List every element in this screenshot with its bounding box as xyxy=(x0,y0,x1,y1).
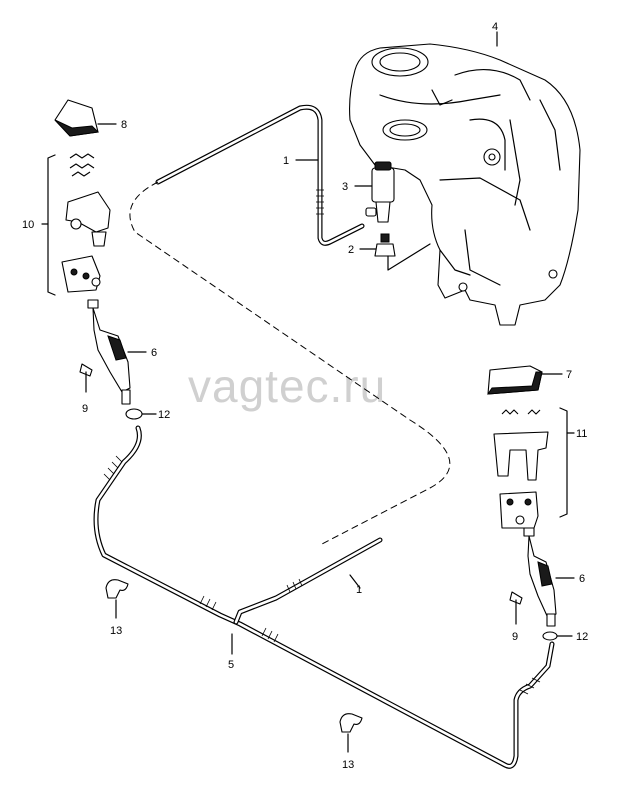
grommet-guide xyxy=(387,243,431,271)
callout-10: 10 xyxy=(22,219,34,231)
nozzle-cap-icon[interactable] xyxy=(54,99,100,137)
callout-11: 11 xyxy=(576,428,587,440)
hose-lower xyxy=(93,425,555,769)
callout-6-left: 6 xyxy=(151,347,157,359)
nozzle-bracket-right[interactable] xyxy=(493,431,549,481)
nozzle-cap-icon-right[interactable] xyxy=(487,365,543,395)
routing-path xyxy=(129,181,451,546)
washer-fluid-reservoir-icon[interactable] xyxy=(349,43,581,326)
callout-12-left: 12 xyxy=(158,409,170,421)
callout-6-right: 6 xyxy=(579,573,585,585)
o-ring-right[interactable] xyxy=(542,631,558,641)
callout-5: 5 xyxy=(228,659,234,671)
bracket-10 xyxy=(47,154,56,296)
screw-icon-left[interactable] xyxy=(79,363,93,393)
callout-1-upper: 1 xyxy=(283,155,289,167)
callout-2: 2 xyxy=(348,244,354,256)
callout-9-right: 9 xyxy=(512,631,518,643)
leader-1b xyxy=(349,574,361,589)
hose-clip-icon-left[interactable] xyxy=(105,579,129,599)
hose-clip-icon-right[interactable] xyxy=(339,713,363,733)
washer-pump-icon[interactable] xyxy=(365,161,395,223)
callout-13-right: 13 xyxy=(342,759,354,771)
callout-9-left: 9 xyxy=(82,403,88,415)
screw-icon-right[interactable] xyxy=(509,591,523,625)
spring-icon-right[interactable] xyxy=(501,409,541,415)
o-ring-left[interactable] xyxy=(125,408,143,420)
callout-7: 7 xyxy=(566,369,572,381)
callout-13-left: 13 xyxy=(110,625,122,637)
nozzle-body-left[interactable] xyxy=(61,255,101,293)
grommet-icon[interactable] xyxy=(374,233,396,257)
callout-8: 8 xyxy=(121,119,127,131)
nozzle-bracket-left[interactable] xyxy=(65,191,111,247)
spring-icon-left[interactable] xyxy=(69,153,95,177)
callout-3: 3 xyxy=(342,181,348,193)
callout-1-lower: 1 xyxy=(356,584,362,596)
washer-nozzle-icon-right[interactable] xyxy=(523,527,557,627)
bracket-11 xyxy=(559,407,568,518)
watermark: vagtec.ru xyxy=(188,360,386,412)
hose-upper xyxy=(155,104,365,246)
hose-tee xyxy=(233,537,383,625)
nozzle-body-right[interactable] xyxy=(499,491,539,529)
callout-4: 4 xyxy=(492,21,498,33)
washer-nozzle-icon-left[interactable] xyxy=(87,299,131,405)
callout-12-right: 12 xyxy=(576,631,588,643)
